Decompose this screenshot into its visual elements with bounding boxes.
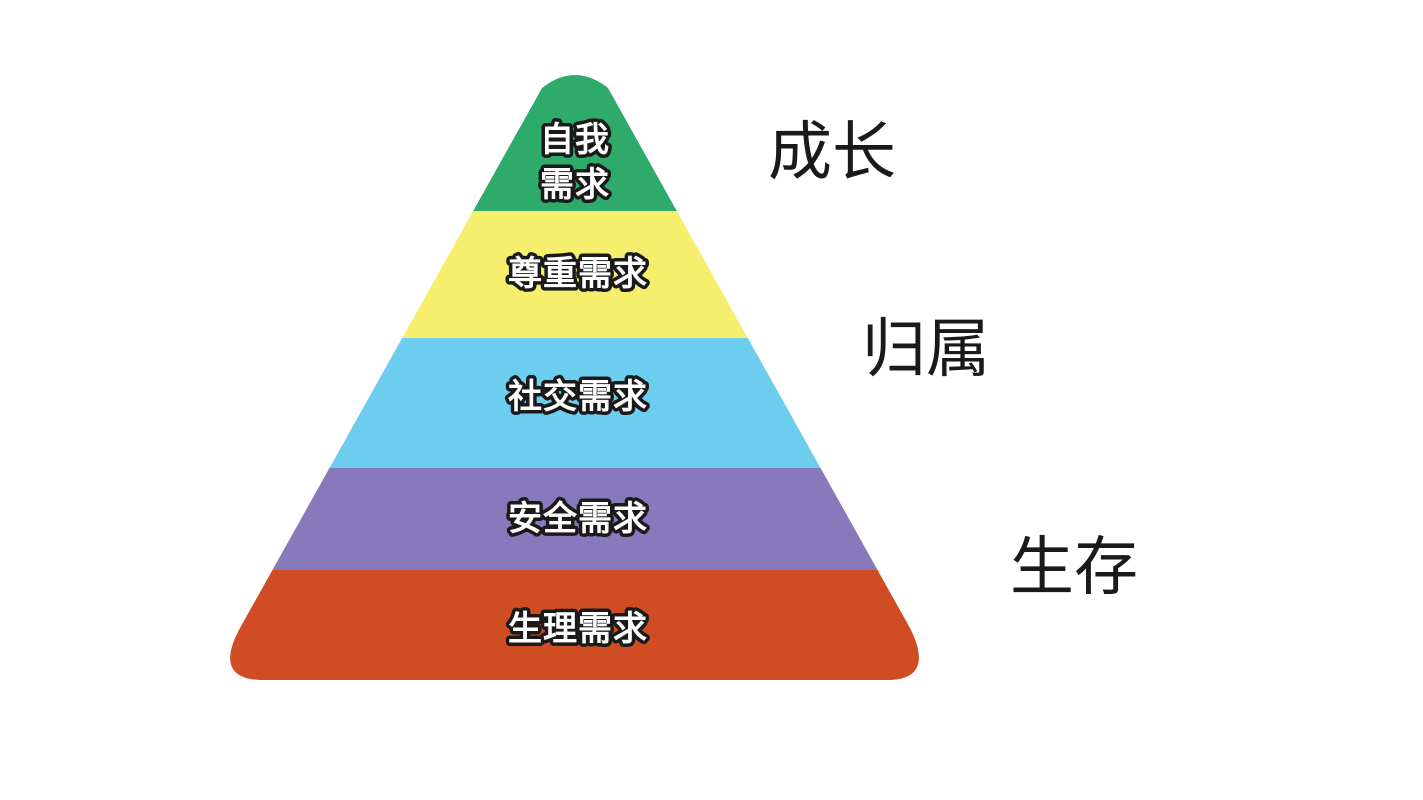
pyramid-layer-physiological xyxy=(230,570,919,680)
layer-label-self-line2: 需求 xyxy=(540,165,610,205)
layer-label-self-line1: 自我 xyxy=(540,120,610,160)
layer-label-esteem: 尊重需求 xyxy=(508,254,648,294)
layer-label-safety: 安全需求 xyxy=(508,499,648,539)
side-label-belonging: 归属 xyxy=(862,313,990,387)
pyramid-layer-safety xyxy=(230,468,919,570)
pyramid-layer-social xyxy=(230,338,919,468)
layer-label-social: 社交需求 xyxy=(508,377,648,417)
side-label-survival: 生存 xyxy=(1010,531,1138,605)
pyramid-layer-self-actualization xyxy=(230,75,919,211)
side-label-growth: 成长 xyxy=(768,116,896,190)
layer-label-physiological: 生理需求 xyxy=(508,609,648,649)
pyramid-layer-esteem xyxy=(230,211,919,338)
